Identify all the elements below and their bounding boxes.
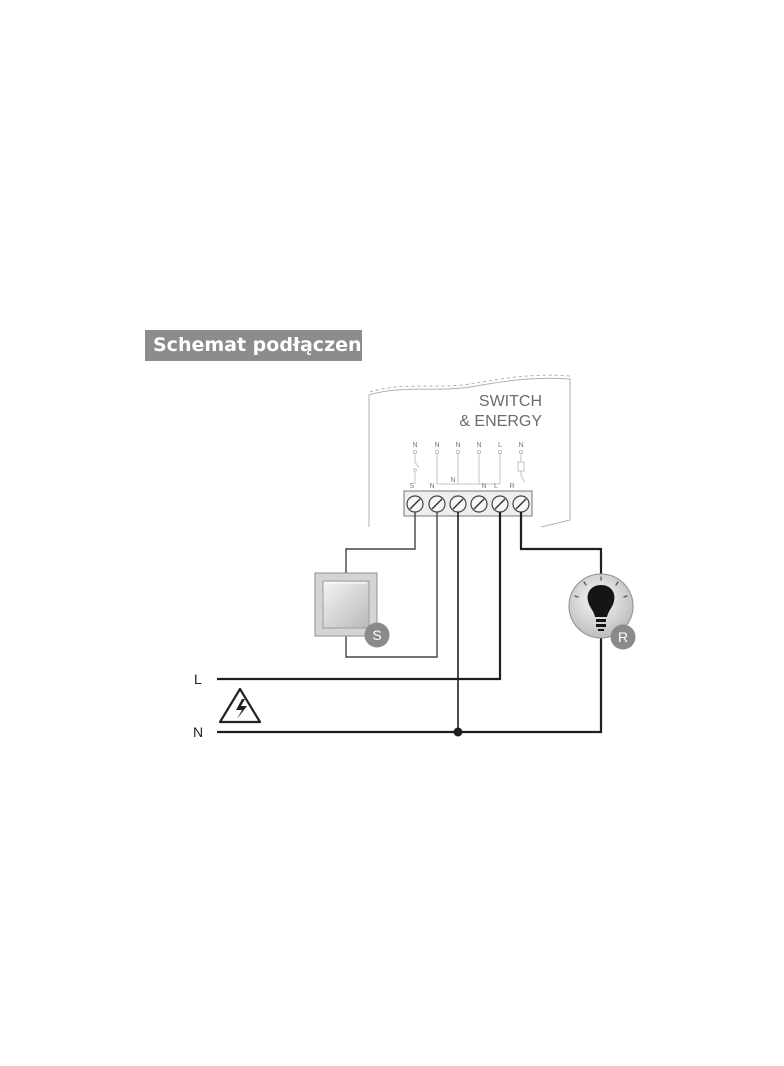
- terminal-label-5: L: [494, 483, 498, 490]
- terminal-block: [403, 490, 533, 517]
- terminal-label-3: N: [450, 477, 455, 484]
- wire-live: [217, 512, 502, 681]
- svg-text:S: S: [372, 627, 381, 643]
- device-name-line1: SWITCH: [479, 393, 542, 410]
- terminal-labels: S N N N L R: [410, 477, 515, 490]
- high-voltage-warning-icon: [218, 687, 262, 724]
- neutral-line-label: N: [193, 724, 203, 740]
- wall-switch-icon: [314, 572, 378, 637]
- terminal-label-6: R: [509, 483, 514, 490]
- top-label-1: N: [412, 442, 417, 449]
- wire-s-to-switch: [345, 512, 416, 573]
- light-bulb-icon: [568, 573, 634, 639]
- live-line-label: L: [194, 671, 202, 687]
- wire-relay-to-load: [519, 512, 603, 574]
- device-name-line2: & ENERGY: [459, 413, 542, 430]
- top-label-3: N: [455, 442, 460, 449]
- wire-neutral: [217, 637, 603, 734]
- wire-n-to-switch: [345, 512, 438, 658]
- top-label-6: N: [518, 442, 523, 449]
- load-badge: R: [610, 624, 636, 650]
- device-top-labels: N N N N L N: [412, 442, 523, 449]
- switch-badge: S: [364, 622, 390, 648]
- neutral-junction-dot: [453, 727, 463, 737]
- top-label-4: N: [476, 442, 481, 449]
- device-body: SWITCH & ENERGY: [368, 374, 571, 528]
- top-label-5: L: [498, 442, 502, 449]
- terminal-label-4: N: [481, 483, 486, 490]
- device-internal-schematic: [412, 449, 526, 485]
- terminal-label-2: N: [429, 483, 434, 490]
- svg-text:R: R: [618, 629, 628, 645]
- page-title: Schemat podłączenia: [145, 330, 362, 361]
- top-label-2: N: [434, 442, 439, 449]
- wires: [217, 512, 603, 734]
- terminal-label-1: S: [410, 483, 415, 490]
